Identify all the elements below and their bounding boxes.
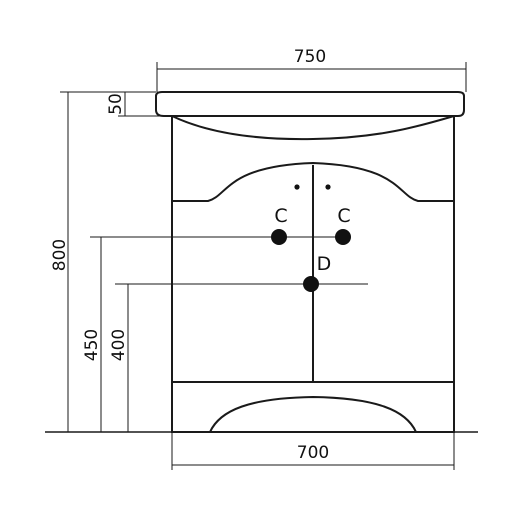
top-width-dimension — [156, 62, 467, 92]
total-height-dimension — [60, 91, 156, 432]
countertop-thickness-label: 50 — [106, 93, 126, 115]
right-c-label: C — [337, 205, 350, 227]
right-c-connection-point — [335, 229, 351, 245]
left-c-label: C — [274, 205, 287, 227]
c-height-label: 450 — [82, 329, 102, 361]
countertop — [155, 91, 465, 117]
bottom-width-dimension — [171, 432, 455, 470]
c-height-dimension — [90, 236, 342, 432]
d-label: D — [317, 253, 332, 275]
d-height-dimension — [115, 283, 368, 432]
bottom-width-label: 700 — [297, 443, 329, 463]
basin-curve — [171, 115, 455, 141]
upper-arch-panel — [172, 161, 454, 202]
top-width-label: 750 — [294, 47, 326, 67]
left-door-handle-dot — [294, 184, 300, 190]
right-door-handle-dot — [325, 184, 331, 190]
total-height-label: 800 — [50, 239, 70, 271]
d-connection-point — [303, 276, 319, 292]
plinth-arch — [209, 395, 417, 433]
cabinet-body — [171, 115, 455, 433]
left-c-connection-point — [271, 229, 287, 245]
d-height-label: 400 — [109, 329, 129, 361]
